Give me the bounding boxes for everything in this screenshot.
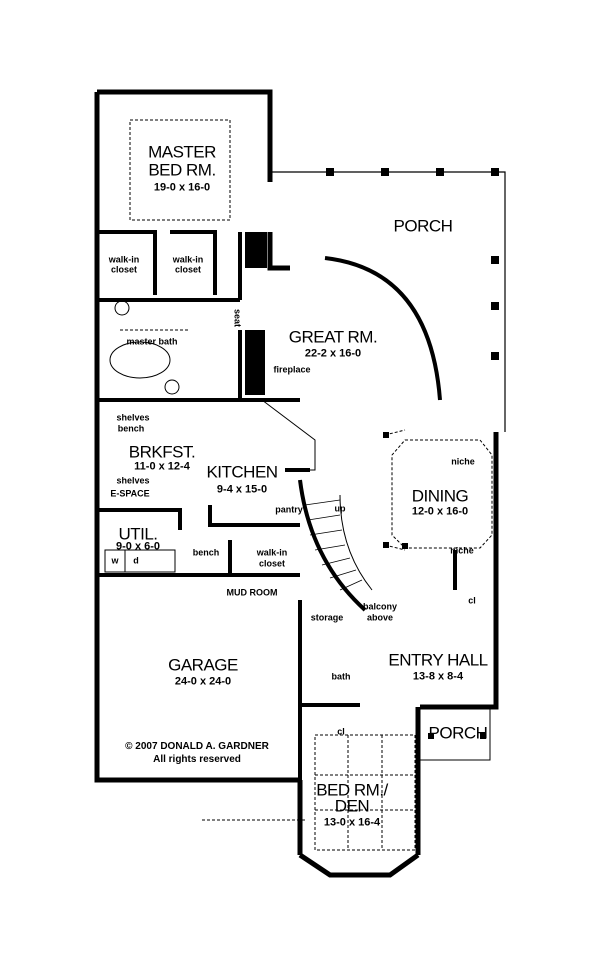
entry-hall-label: ENTRY HALL [388,650,488,670]
seat-label: seat [232,308,243,328]
exterior-walls [94,89,499,878]
master-bath-label: master bath [126,336,178,347]
great-room-label: GREAT RM. [288,327,378,347]
washer-label: w [111,555,119,566]
den-closet-label: cl [337,726,345,737]
shelves-label-2: shelves [116,475,150,486]
master-bed-label: MASTER [148,142,216,162]
mud-closet-label-2: closet [258,558,286,569]
great-room-curved-wall [324,256,442,401]
shelves-label: shelves [116,412,150,423]
den-label-2: DEN [334,796,370,816]
closet2-label: walk-in [172,254,204,265]
details [104,119,493,851]
front-porch-label: PORCH [428,723,488,743]
master-bed-label-2: BED RM. [148,160,216,180]
rear-porch-label: PORCH [393,216,453,236]
kitchen-label: KITCHEN [206,462,278,482]
util-dims: 9-0 x 6-0 [115,540,161,553]
stairs-up-label: up [334,503,346,514]
brkfst-dims: 11-0 x 12-4 [134,460,190,473]
garage-label: GARAGE [168,655,238,675]
stair-inner [339,494,373,591]
master-bed-dims: 19-0 x 16-0 [153,181,211,194]
garage-dims: 24-0 x 24-0 [174,675,232,688]
espace-label: E-SPACE [110,488,150,499]
closet1-label: walk-in [108,254,140,265]
balcony-label: balcony [362,601,398,612]
storage-label: storage [310,612,344,623]
niche-label-2: niche [450,545,474,556]
entry-hall-dims: 13-8 x 8-4 [412,670,464,683]
den-dims: 13-0 x 16-4 [323,816,381,829]
copyright-rights: All rights reserved [153,754,241,765]
mud-closet-label: walk-in [256,547,288,558]
kitchen-dims: 9-4 x 15-0 [216,483,268,496]
niche-label: niche [451,456,475,467]
mud-bench-label: bench [192,547,220,558]
dining-dims: 12-0 x 16-0 [411,505,469,518]
balcony-label-2: above [366,612,394,623]
dining-posts [383,432,486,739]
bench-label: bench [117,423,145,434]
mud-room-label: MUD ROOM [226,587,278,598]
closet1-label-2: closet [110,264,138,275]
porch-posts [245,168,499,395]
stair-treads [304,499,363,591]
pantry-label: pantry [275,504,303,515]
dryer-label: d [133,555,139,566]
den-label: BED RM./ [316,780,388,800]
bath-label: bath [331,671,351,682]
util-label: UTIL. [118,524,158,544]
interior-walls [97,230,457,780]
brkfst-label: BRKFST. [128,442,196,462]
copyright-line: © 2007 DONALD A. GARDNER [125,741,269,752]
closet2-label-2: closet [174,264,202,275]
fireplace-label: fireplace [273,364,311,375]
rear-porch-outline [270,171,506,432]
great-room-dims: 22-2 x 16-0 [304,347,362,360]
entry-closet-label: cl [468,595,476,606]
dining-label: DINING [411,486,469,506]
stair-outer-wall [298,479,367,612]
